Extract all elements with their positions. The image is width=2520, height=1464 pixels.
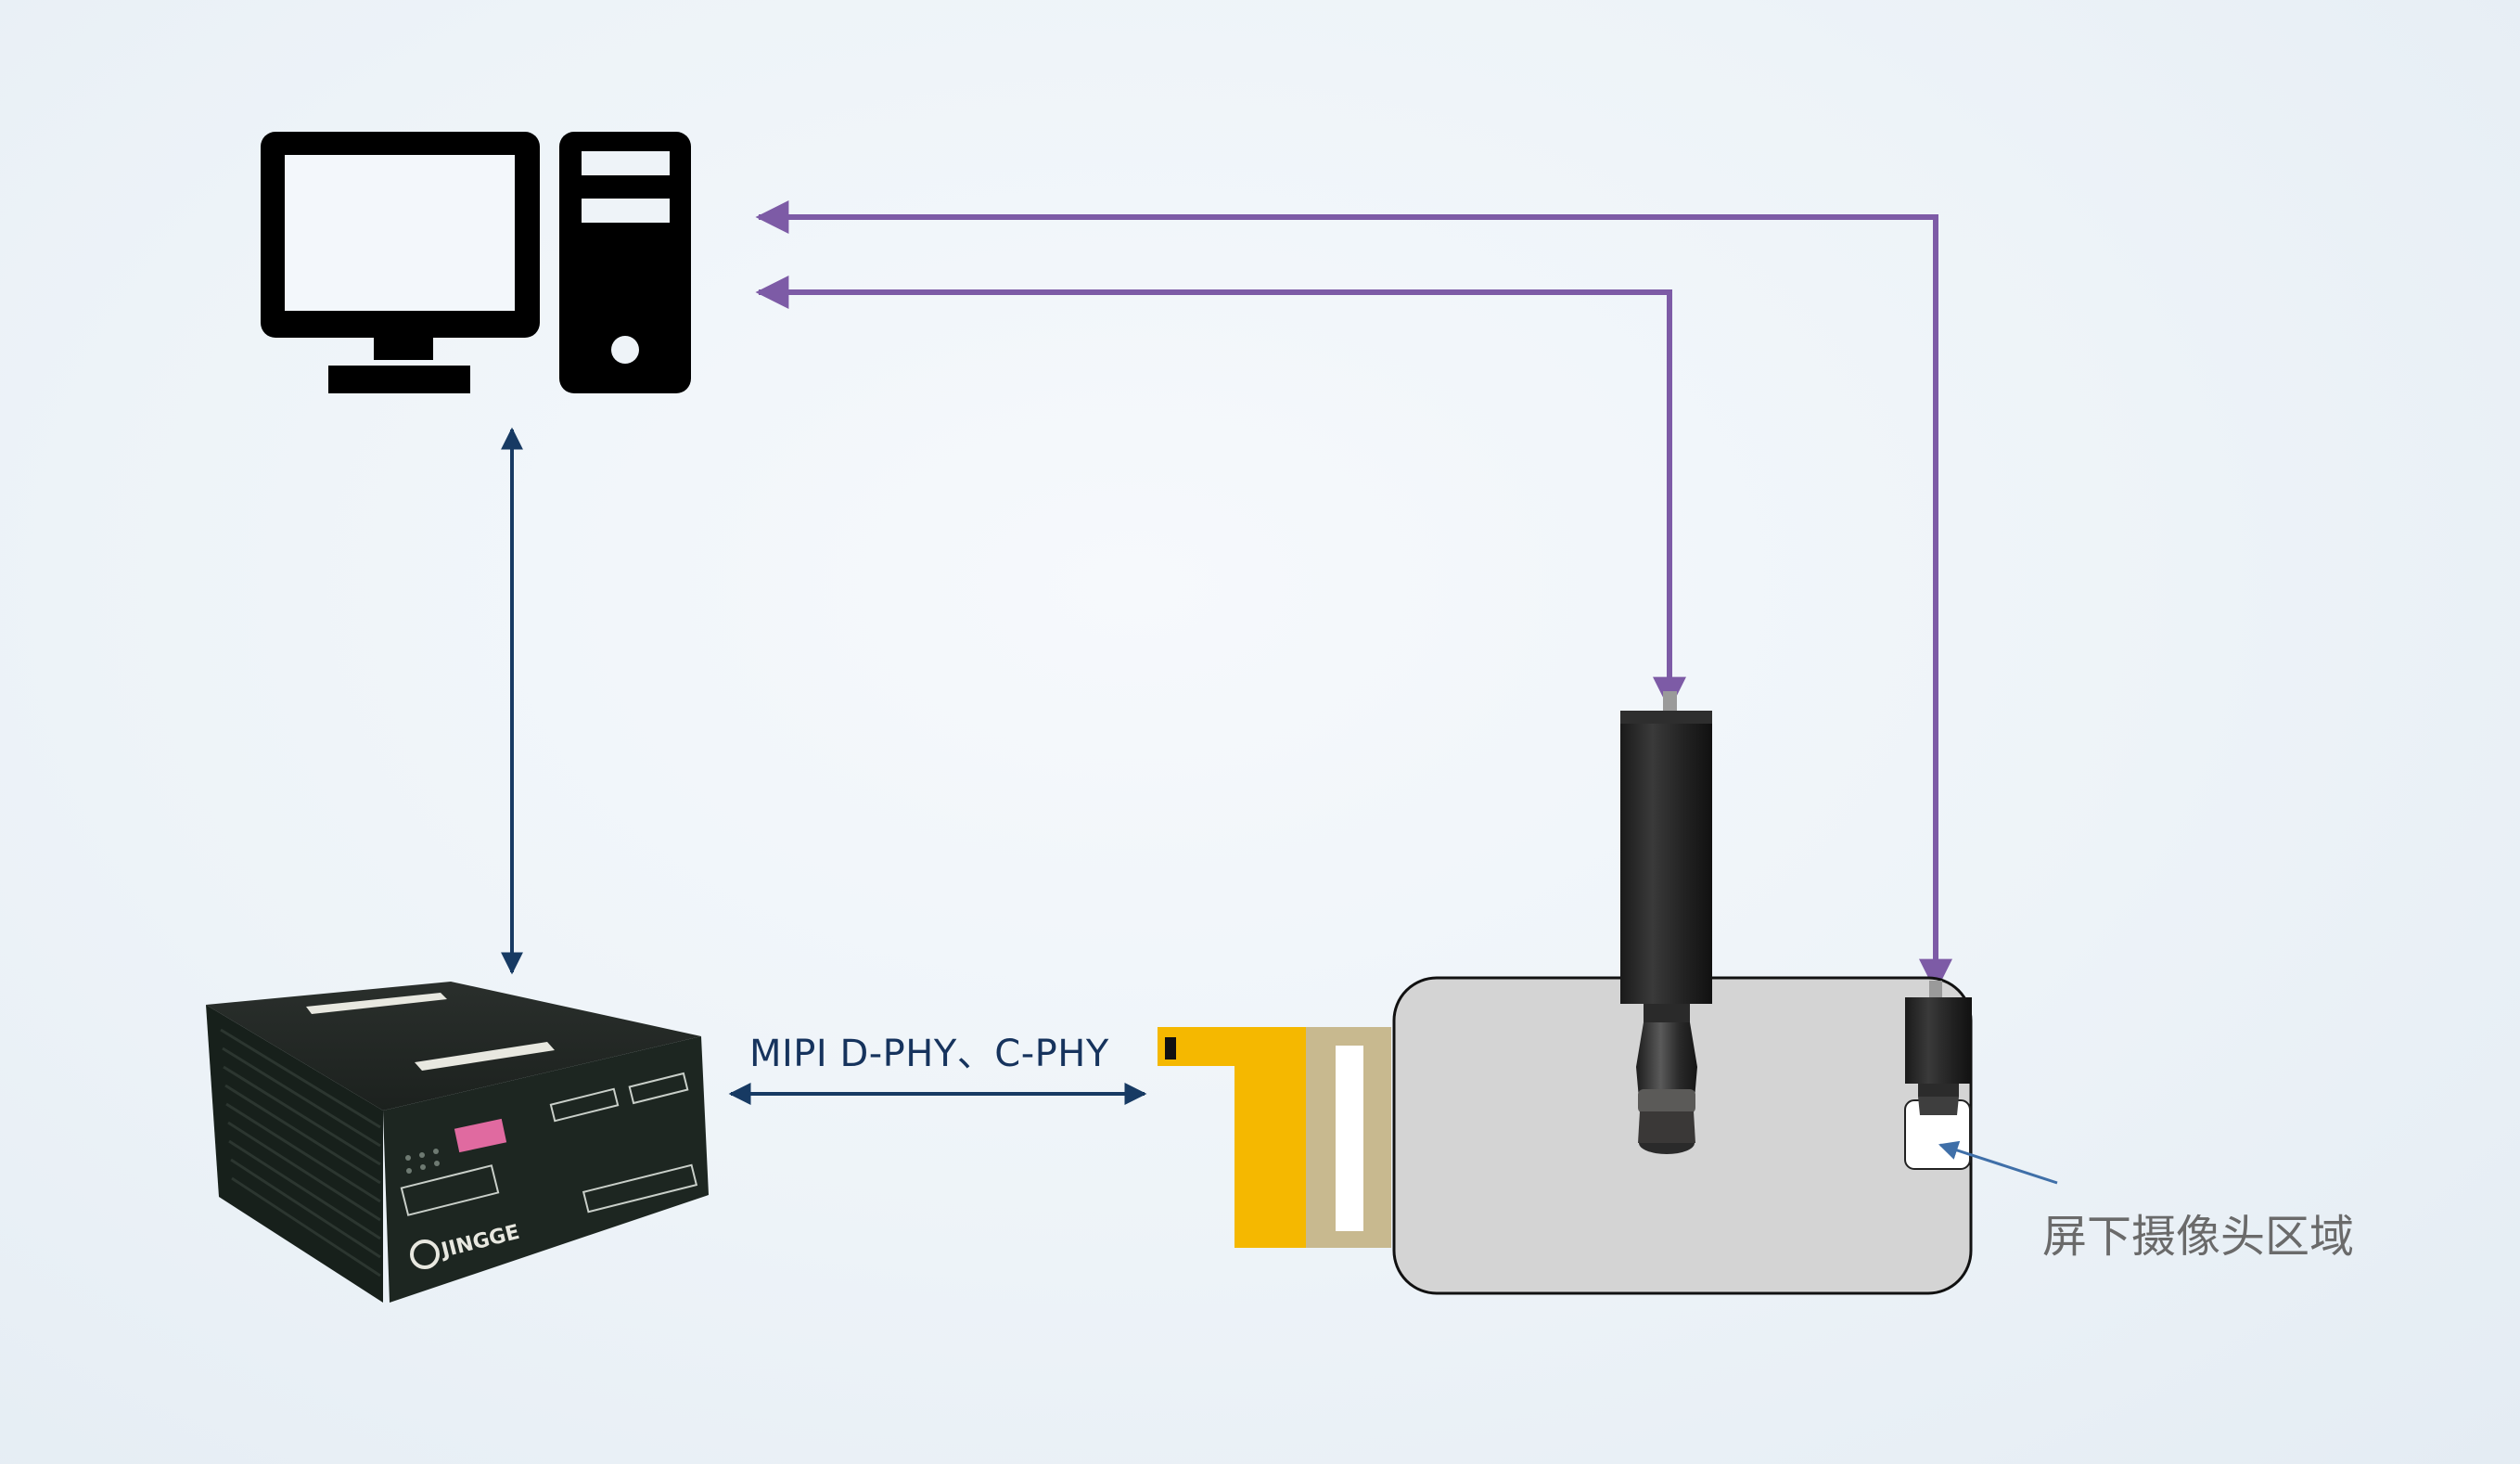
test-box-device: JINGGE xyxy=(206,982,709,1303)
callout-pointer xyxy=(1938,1140,2058,1185)
tower-pc-icon xyxy=(559,132,691,393)
camera-links xyxy=(755,200,1952,993)
under-display-camera-label: 屏下摄像头区域 xyxy=(2042,1211,2355,1263)
brand-logo-icon xyxy=(410,1239,440,1269)
link-main-camera xyxy=(755,276,1686,711)
main-camera-icon xyxy=(1620,691,1712,1154)
under-display-camera-icon xyxy=(1905,981,1972,1115)
desktop-computer-icon xyxy=(261,132,540,393)
link-top-camera xyxy=(755,200,1952,993)
fpc-cable xyxy=(1158,1027,1391,1248)
mipi-label: MIPI D-PHY、C-PHY xyxy=(749,1033,1109,1075)
dip-switch xyxy=(454,1118,507,1153)
